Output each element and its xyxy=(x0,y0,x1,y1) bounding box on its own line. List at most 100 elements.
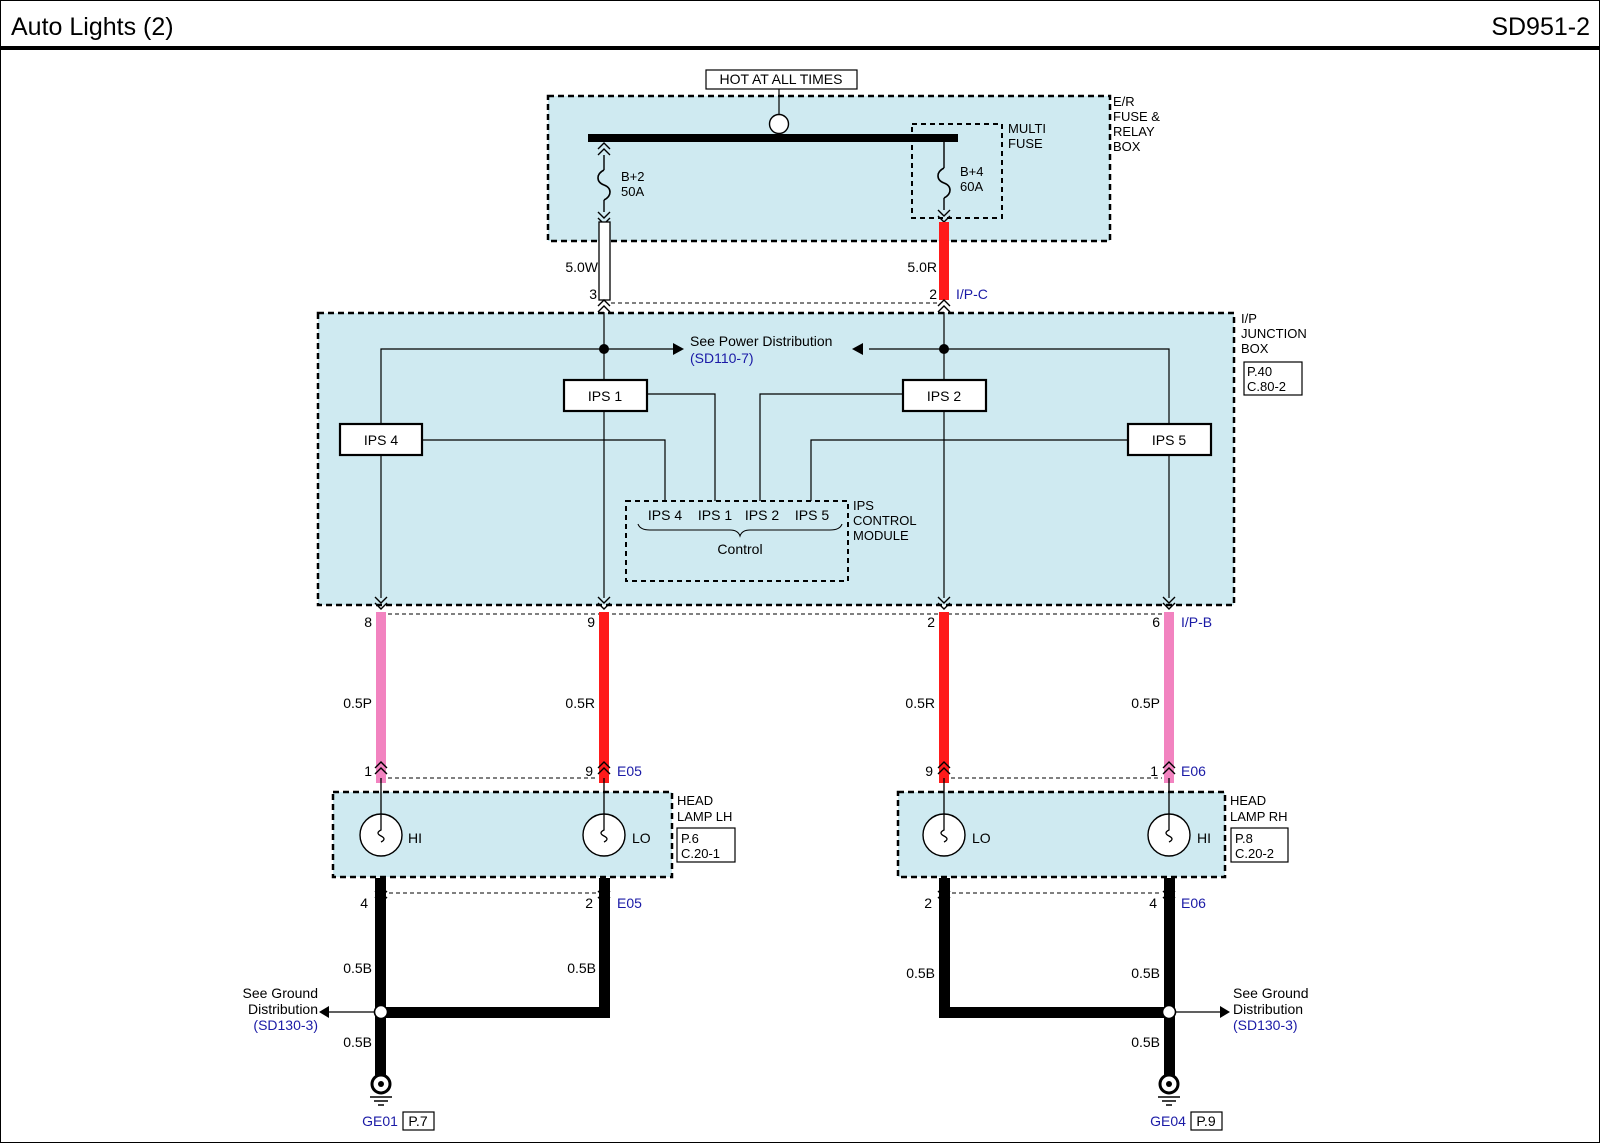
wire-0-5p-left-spec: 0.5P xyxy=(343,695,372,711)
fuse-b2-name: B+2 xyxy=(621,169,645,184)
ips-2-label: IPS 2 xyxy=(927,388,961,404)
wire-0-5p-right-spec: 0.5P xyxy=(1131,695,1160,711)
ground-lh-hi-pin: 4 xyxy=(360,895,368,911)
module-label-3: MODULE xyxy=(853,528,909,543)
module-brace xyxy=(637,523,843,538)
bulb-hi-lh-label: HI xyxy=(408,830,422,846)
ip-junction-box xyxy=(316,311,1236,607)
ground-left-lower-spec: 0.5B xyxy=(343,1034,372,1050)
ips-2-box: IPS 2 xyxy=(901,378,988,413)
ground-wiring xyxy=(375,878,1175,1082)
power-source-label: HOT AT ALL TIMES xyxy=(720,71,843,87)
fuse-b4: B+4 60A xyxy=(937,142,984,223)
ground-ge04-ref: P.9 xyxy=(1196,1113,1215,1129)
ips-1-label: IPS 1 xyxy=(588,388,622,404)
connector-e05-bottom-label: E05 xyxy=(617,895,642,911)
module-input-ips2: IPS 2 xyxy=(745,507,779,523)
wire-0-5r-left-pin: 9 xyxy=(587,614,595,630)
ground-symbol-ge04-icon xyxy=(1158,1073,1180,1106)
power-terminal xyxy=(768,113,790,135)
ips-4-box: IPS 4 xyxy=(338,422,424,457)
wire-0-5r-left-spec: 0.5R xyxy=(565,695,595,711)
er-box-label-3: RELAY xyxy=(1113,124,1155,139)
connector-e06-top-label: E06 xyxy=(1181,763,1206,779)
ground-ge04-label: GE04 xyxy=(1150,1113,1186,1129)
head-lamp-rh: LO HI HEAD LAMP RH P.8 C.20-2 xyxy=(896,778,1289,879)
head-lamp-lh: HI LO HEAD LAMP LH P.6 C.20-1 xyxy=(331,778,736,879)
bulb-hi-rh-label: HI xyxy=(1197,830,1211,846)
ground-lh-lo-pin: 2 xyxy=(585,895,593,911)
module-input-ips4: IPS 4 xyxy=(648,507,682,523)
er-box-label-2: FUSE & xyxy=(1113,109,1160,124)
wire-5-0w-spec: 5.0W xyxy=(565,259,598,275)
wire-5-0w-pin: 3 xyxy=(589,286,597,302)
ground-dist-right-ref: (SD130-3) xyxy=(1233,1017,1298,1033)
wire-0-5p-right-pin: 6 xyxy=(1152,614,1160,630)
head-lamp-lh-label-1: HEAD xyxy=(677,793,713,808)
junction-box-connector-ref: C.80-2 xyxy=(1247,379,1286,394)
wire-0-5r-right-pin: 2 xyxy=(927,614,935,630)
ips-5-box: IPS 5 xyxy=(1126,422,1213,457)
splice-left xyxy=(599,344,609,354)
junction-box-page-ref: P.40 xyxy=(1247,364,1272,379)
ips-control-module xyxy=(625,500,849,582)
connector-ipb-label: I/P-B xyxy=(1181,614,1212,630)
er-fuse-relay-box xyxy=(546,94,1112,243)
wire-0-5r-right-lamp-pin: 9 xyxy=(925,763,933,779)
ground-rh-lo-pin: 2 xyxy=(924,895,932,911)
wire-5-0r: 5.0R 2 xyxy=(907,222,951,313)
head-lamp-rh-label-2: LAMP RH xyxy=(1230,809,1288,824)
diagram-code: SD951-2 xyxy=(1491,13,1590,41)
head-lamp-rh-label-1: HEAD xyxy=(1230,793,1266,808)
bulb-lo-rh-label: LO xyxy=(972,830,991,846)
fuse-b4-rating: 60A xyxy=(960,179,983,194)
module-input-ips5: IPS 5 xyxy=(795,507,829,523)
ips-4-label: IPS 4 xyxy=(364,432,398,448)
wire-0-5r-left: 9 0.5R 9 E05 xyxy=(565,612,642,783)
ground-right-lower-spec: 0.5B xyxy=(1131,1034,1160,1050)
head-lamp-lh-label-2: LAMP LH xyxy=(677,809,732,824)
ground-dist-left-arrow-icon xyxy=(319,1006,329,1018)
fuse-b4-name: B+4 xyxy=(960,164,984,179)
wire-5-0w: 5.0W 3 xyxy=(565,221,611,313)
wire-0-5p-left: 8 0.5P 1 xyxy=(343,612,388,783)
ground-dist-right-text-2: Distribution xyxy=(1233,1001,1303,1017)
wire-0-5p-right: 6 0.5P 1 E06 xyxy=(1131,612,1206,783)
er-box-label-1: E/R xyxy=(1113,94,1135,109)
junction-box-label-1: I/P xyxy=(1241,311,1257,326)
multi-fuse-box xyxy=(911,123,1003,219)
arrow-left-icon xyxy=(852,343,863,355)
ground-dist-right-arrow-icon xyxy=(1220,1006,1230,1018)
ground-splice-right xyxy=(1161,1004,1177,1020)
connector-e06-bottom-label: E06 xyxy=(1181,895,1206,911)
module-label-1: IPS xyxy=(853,498,874,513)
ips-1-box: IPS 1 xyxy=(562,378,649,413)
ground-dist-right-text-1: See Ground xyxy=(1233,985,1309,1001)
wire-5-0r-spec: 5.0R xyxy=(907,259,937,275)
head-lamp-rh-connector-ref: C.20-2 xyxy=(1235,846,1274,861)
connector-ipc-label: I/P-C xyxy=(956,286,988,302)
wire-5-0r-pin: 2 xyxy=(929,286,937,302)
junction-box-label-2: JUNCTION xyxy=(1241,326,1307,341)
wire-0-5p-left-lamp-pin: 1 xyxy=(364,763,372,779)
ground-rh-lo-spec: 0.5B xyxy=(906,965,935,981)
wire-0-5r-right-spec: 0.5R xyxy=(905,695,935,711)
wire-0-5r-right: 2 0.5R 9 xyxy=(905,612,951,783)
bulb-lo-lh-label: LO xyxy=(632,830,651,846)
ground-dist-left-ref: (SD130-3) xyxy=(253,1017,318,1033)
busbar xyxy=(588,134,958,142)
head-lamp-lh-connector-ref: C.20-1 xyxy=(681,846,720,861)
arrow-right-icon xyxy=(673,343,684,355)
head-lamp-rh-page-ref: P.8 xyxy=(1235,831,1253,846)
connector-e05-top-label: E05 xyxy=(617,763,642,779)
power-dist-ref: (SD110-7) xyxy=(690,350,754,366)
module-label-2: CONTROL xyxy=(853,513,917,528)
multi-fuse-label-1: MULTI xyxy=(1008,121,1046,136)
wire-0-5p-right-lamp-pin: 1 xyxy=(1150,763,1158,779)
page-title: Auto Lights (2) xyxy=(11,13,174,41)
ips-5-label: IPS 5 xyxy=(1152,432,1186,448)
wire-0-5r-left-lamp-pin: 9 xyxy=(585,763,593,779)
junction-box-ref: P.40 C.80-2 xyxy=(1243,361,1303,396)
wire-0-5p-left-pin: 8 xyxy=(364,614,372,630)
